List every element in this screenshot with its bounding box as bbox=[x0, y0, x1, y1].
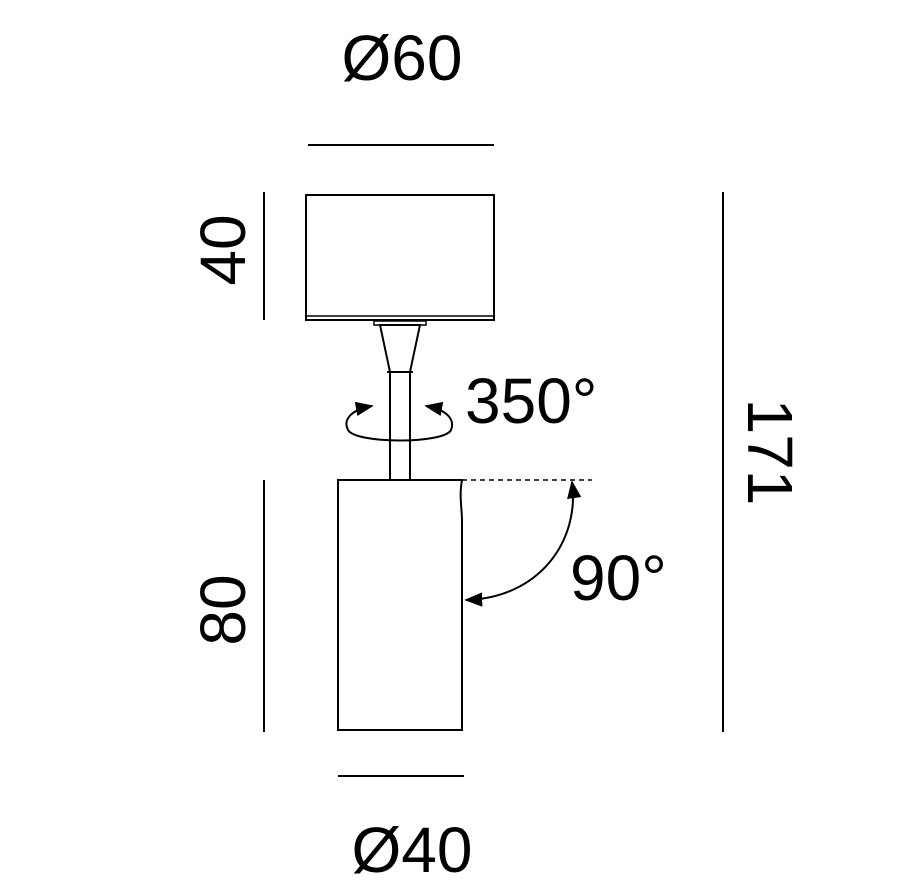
ceiling-canopy bbox=[305, 194, 495, 321]
base-height-label: 40 bbox=[187, 214, 259, 285]
bottom-diameter-label: Ø40 bbox=[352, 814, 473, 883]
tilt-arrow-icon bbox=[464, 480, 582, 607]
stem-connector bbox=[373, 320, 427, 481]
rotation-angle-label: 350° bbox=[465, 365, 597, 437]
tilt-angle-label: 90° bbox=[570, 542, 667, 614]
top-diameter-label: Ø60 bbox=[342, 22, 463, 94]
total-height-label: 171 bbox=[734, 399, 806, 506]
head-height-label: 80 bbox=[187, 574, 259, 645]
lamp-head-body bbox=[337, 479, 464, 731]
rotation-arrow-icon bbox=[345, 401, 453, 442]
